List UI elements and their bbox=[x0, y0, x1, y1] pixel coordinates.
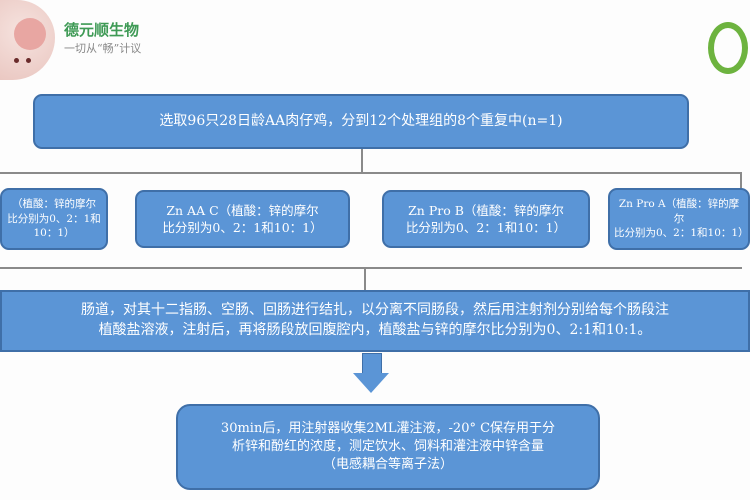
connector bbox=[0, 267, 742, 269]
pig-nostril bbox=[14, 58, 19, 63]
group-text: 比分别为0、2：1和10：1） bbox=[405, 220, 567, 235]
brand-slogan: 一切从“畅”计议 bbox=[64, 42, 142, 55]
group-text: Zn Pro B（植酸：锌的摩尔 bbox=[408, 202, 564, 218]
green-ring-icon bbox=[708, 22, 748, 74]
brand-name: 德元顺生物 bbox=[64, 21, 140, 39]
group-box-zn-aa-c: Zn AA C（植酸：锌的摩尔 比分别为0、2：1和10：1） bbox=[135, 190, 350, 248]
bottom-text: 30min后，用注射器收集2ML灌注液，-20° C保存用于分 bbox=[220, 420, 556, 436]
bottom-step-box: 30min后，用注射器收集2ML灌注液，-20° C保存用于分 析锌和酚红的浓度… bbox=[176, 404, 600, 490]
middle-step-box: 肠道，对其十二指肠、空肠、回肠进行结扎，以分离不同肠段，然后用注射剂分别给每个肠… bbox=[0, 290, 750, 352]
top-step-box: 选取96只28日龄AA肉仔鸡，分到12个处理组的8个重复中(n=1) bbox=[33, 94, 689, 149]
group-box-zn-pro-b: Zn Pro B（植酸：锌的摩尔 比分别为0、2：1和10：1） bbox=[382, 190, 590, 248]
down-arrow-icon bbox=[353, 373, 389, 393]
connector bbox=[364, 267, 366, 291]
bottom-text: 析锌和酚红的浓度，测定饮水、饲料和灌注液中锌含量 bbox=[231, 438, 544, 454]
group-text: Zn Pro A（植酸：锌的摩尔 bbox=[618, 197, 740, 225]
connector bbox=[361, 149, 363, 173]
pig-logo-icon bbox=[0, 0, 55, 80]
pig-nostril bbox=[26, 58, 31, 63]
middle-text: 肠道，对其十二指肠、空肠、回肠进行结扎，以分离不同肠段，然后用注射剂分别给每个肠… bbox=[81, 302, 669, 319]
group-text: 比分别为0、2：1和10：1） bbox=[162, 220, 323, 235]
group-text: 比分别为0、2：1和10：1） bbox=[614, 227, 749, 240]
down-arrow-icon bbox=[362, 353, 382, 375]
connector bbox=[0, 172, 742, 174]
pig-ear bbox=[14, 18, 46, 50]
group-text: Zn AA C（植酸：锌的摩尔 bbox=[166, 202, 319, 218]
group-box-1: （植酸：锌的摩尔 比分别为0、2：1和10：1） bbox=[0, 188, 108, 250]
group-text: （植酸：锌的摩尔 bbox=[12, 197, 96, 210]
middle-text: 植酸盐溶液，注射后，再将肠段放回腹腔内，植酸盐与锌的摩尔比分别为0、2:1和10… bbox=[98, 322, 652, 338]
connector bbox=[740, 172, 742, 190]
group-text: 比分别为0、2：1和10：1） bbox=[7, 212, 101, 240]
top-step-text: 选取96只28日龄AA肉仔鸡，分到12个处理组的8个重复中(n=1) bbox=[159, 112, 563, 129]
group-box-zn-pro-a: Zn Pro A（植酸：锌的摩尔 比分别为0、2：1和10：1） bbox=[608, 188, 750, 250]
bottom-text: （电感耦合等离子法） bbox=[322, 457, 453, 473]
